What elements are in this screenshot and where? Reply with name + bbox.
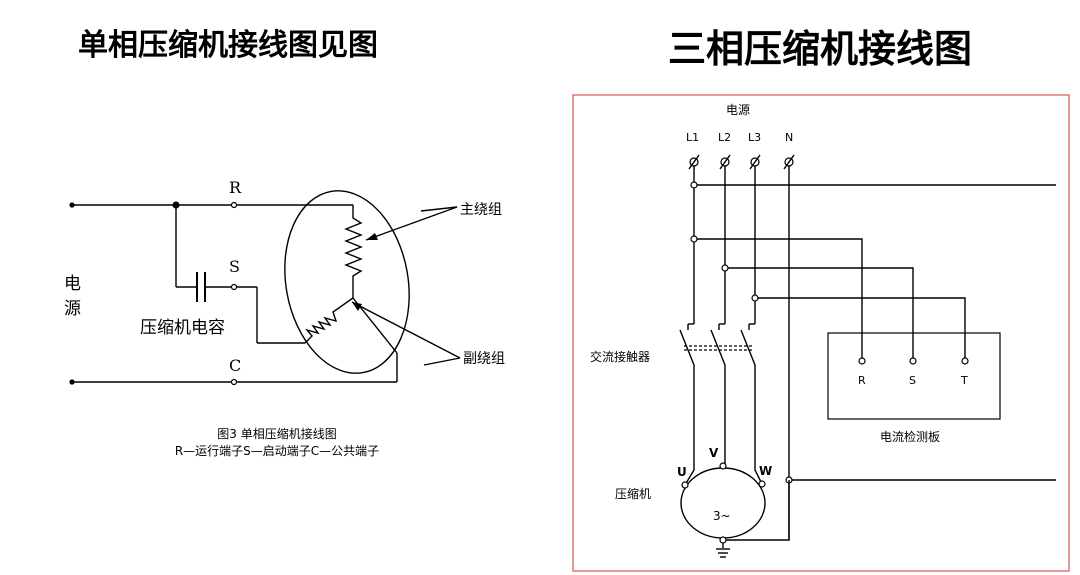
main-winding-label: 主绕组	[460, 202, 502, 218]
terminal-r-node	[230, 201, 238, 209]
ground-wire	[723, 480, 790, 541]
aux-winding-pointer	[351, 301, 461, 359]
r-tap-wire	[694, 238, 863, 358]
aux-winding-label: 副绕组	[463, 351, 505, 367]
single-phase-title: 单相压缩机接线图见图	[78, 28, 378, 63]
terminal-s-label: S	[229, 257, 240, 276]
three-phase-diagram: 电源 L1 L2 L3 N	[572, 94, 1070, 572]
w-wire	[754, 365, 763, 485]
line-l3-label: L3	[748, 131, 761, 144]
power-terminal-top	[69, 202, 75, 208]
single-phase-diagram: R S 压缩机电容 电 源 C 主绕组	[64, 178, 505, 458]
contactor-label: 交流接触器	[590, 349, 650, 364]
u-wire	[684, 365, 695, 486]
ground-icon	[716, 548, 730, 558]
power-source-label: 电源	[726, 103, 750, 117]
line-l1-label: L1	[686, 131, 699, 144]
main-winding-arrowhead	[366, 233, 378, 240]
terminal-s-node	[230, 283, 238, 291]
terminal-c-node	[230, 378, 238, 386]
capacitor-label: 压缩机电容	[140, 318, 225, 338]
contactor	[679, 323, 756, 366]
line-l2-label: L2	[718, 131, 731, 144]
aux-winding-arrowhead	[352, 302, 362, 311]
board-terminal-r: R	[858, 374, 866, 387]
line-n-label: N	[785, 131, 793, 144]
power-label-1: 电	[64, 274, 81, 294]
main-winding	[344, 205, 363, 298]
s-tap-wire	[725, 267, 914, 358]
motor-terminal-v: V	[709, 446, 719, 460]
power-terminal-bottom	[69, 379, 75, 385]
caption-line-2: R—运行端子S—启动端子C—公共端子	[175, 444, 379, 458]
current-detection-board	[827, 332, 1001, 420]
motor-phase-symbol: 3~	[713, 509, 731, 523]
motor-ellipse	[284, 190, 410, 374]
fuse-terminals	[688, 154, 795, 170]
compressor-motor	[680, 467, 766, 539]
main-winding-tick	[420, 206, 458, 212]
three-phase-title: 三相压缩机接线图	[668, 27, 973, 71]
terminal-r-label: R	[229, 178, 242, 197]
caption-line-1: 图3 单相压缩机接线图	[217, 426, 336, 441]
motor-terminal-w: W	[759, 464, 772, 478]
power-label-2: 源	[64, 299, 81, 319]
aux-winding	[304, 297, 354, 344]
motor-terminal-u: U	[677, 465, 687, 479]
board-terminal-s: S	[909, 374, 916, 387]
board-terminal-t: T	[960, 374, 968, 387]
aux-winding-tick	[423, 357, 461, 366]
t-tap-wire	[755, 297, 966, 358]
terminal-c-label: C	[229, 356, 241, 375]
main-winding-pointer	[365, 206, 458, 241]
motor-label: 压缩机	[615, 486, 651, 501]
diagram-frame	[572, 94, 1070, 572]
common-wire	[352, 297, 398, 354]
board-label: 电流检测板	[880, 429, 940, 444]
